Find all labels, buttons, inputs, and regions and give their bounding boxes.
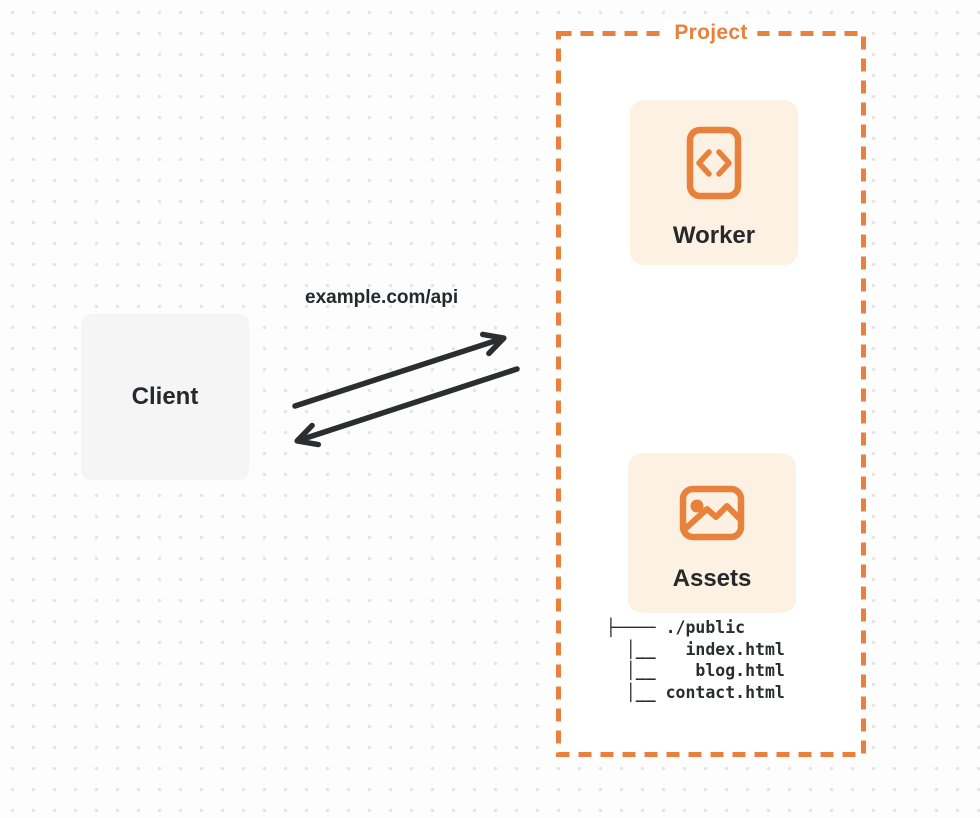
client-node: Client [81,314,249,480]
image-icon [679,485,745,541]
code-document-icon [686,126,742,200]
worker-node: Worker [630,100,798,265]
request-arrow [292,331,507,409]
assets-file-tree: ├──── ./public │__ index.html │__ blog.h… [606,618,785,702]
connection-url-label: example.com/api [305,287,459,308]
project-dashed-border [556,31,866,757]
worker-label: Worker [672,222,756,249]
project-label: Project [664,19,758,47]
client-label: Client [131,383,199,410]
assets-label: Assets [672,565,752,592]
assets-node: Assets [628,453,796,613]
response-arrow [294,366,520,448]
